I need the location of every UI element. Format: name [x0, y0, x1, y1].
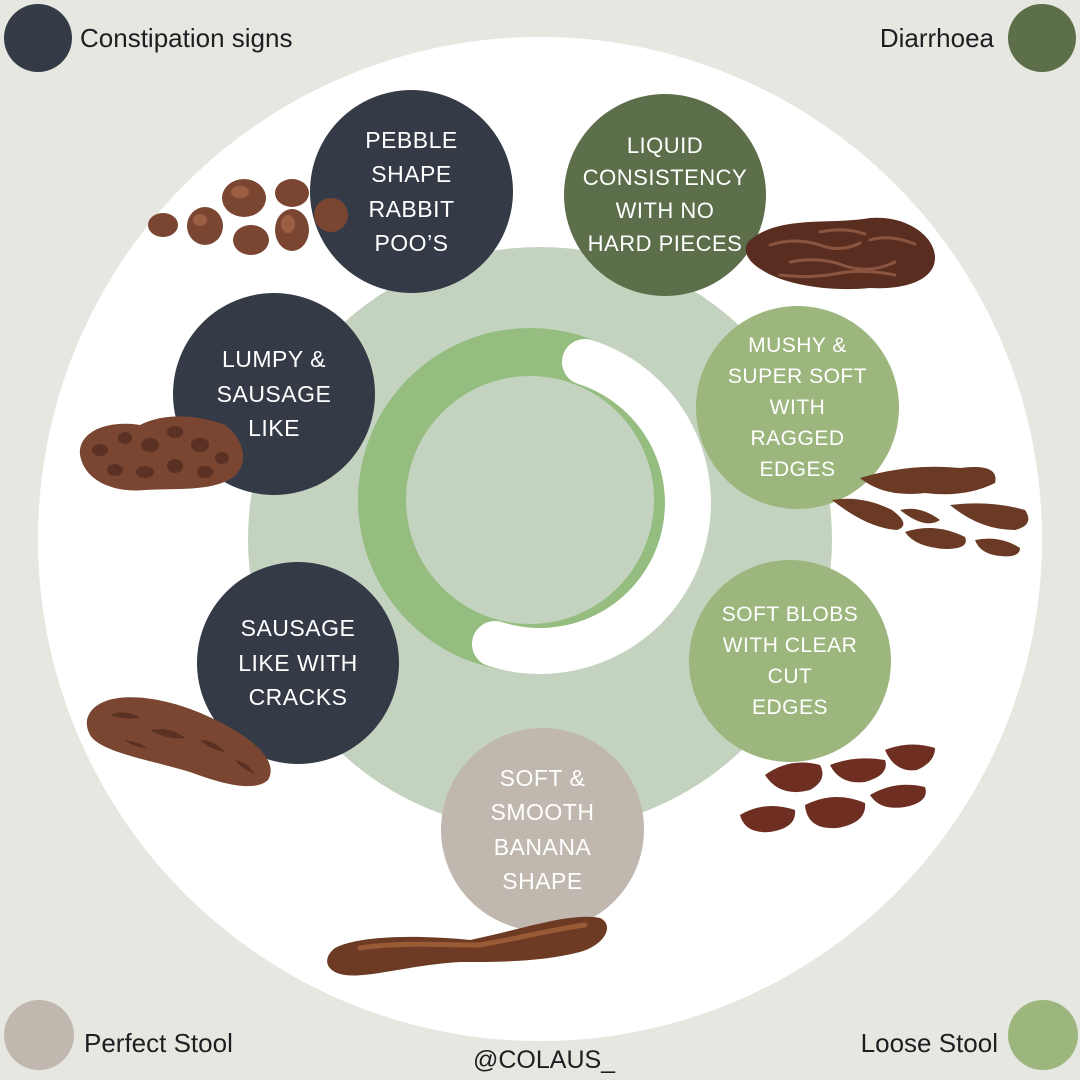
stool-type-blobs: SOFT BLOBS WITH CLEAR CUT EDGES	[689, 560, 891, 762]
stool-type-liquid: LIQUID CONSISTENCY WITH NO HARD PIECES	[564, 94, 766, 296]
legend-label-diarrhoea: Diarrhoea	[879, 23, 994, 53]
stool-type-pebble: PEBBLE SHAPE RABBIT POO’S	[310, 90, 513, 293]
mushy-stool-illustration	[832, 466, 1029, 557]
legend-dot-perfect	[4, 1000, 74, 1070]
legend-dot-loose	[1008, 1000, 1078, 1070]
center-white-arc	[472, 339, 711, 674]
social-handle: @COLAUS_	[473, 1046, 616, 1074]
legend-label-constipation: Constipation signs	[80, 23, 293, 53]
lumpy-stool-illustration	[79, 416, 244, 491]
legend-dot-constipation	[4, 4, 72, 72]
cracked-sausage-illustration	[86, 697, 271, 787]
pebble-stool-illustration	[148, 179, 348, 255]
legend-label-perfect: Perfect Stool	[84, 1028, 233, 1058]
legend-label-loose: Loose Stool	[860, 1028, 998, 1058]
liquid-stool-illustration	[745, 217, 935, 290]
stool-type-smooth: SOFT & SMOOTH BANANA SHAPE	[441, 728, 644, 931]
soft-blobs-illustration	[740, 744, 935, 833]
legend-dot-diarrhoea	[1008, 4, 1076, 72]
stool-type-mushy: MUSHY & SUPER SOFT WITH RAGGED EDGES	[696, 306, 899, 509]
banana-stool-illustration	[327, 916, 608, 976]
